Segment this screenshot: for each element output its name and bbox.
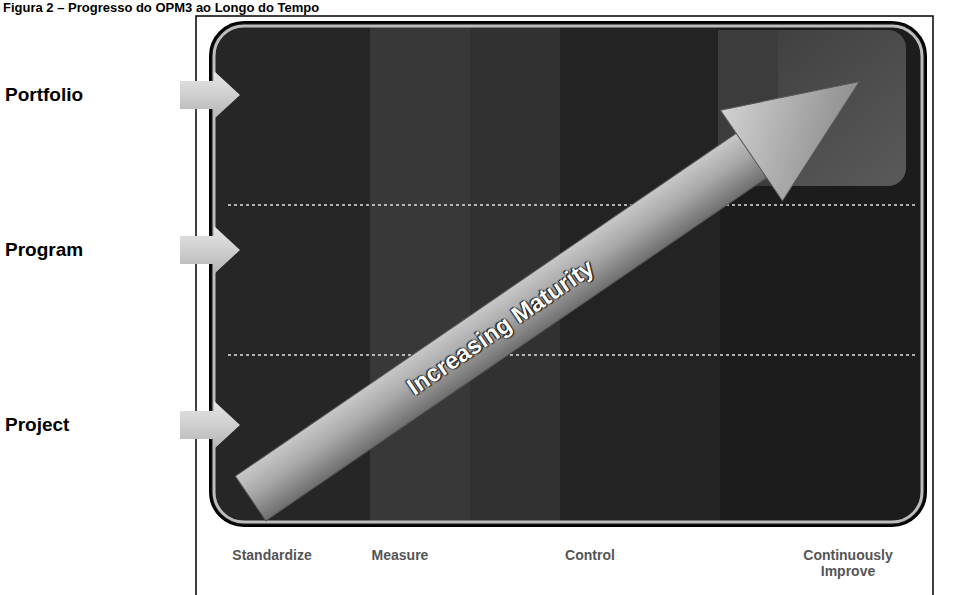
level-label: Portfolio [5,84,83,106]
stage-label: Control [530,547,650,563]
level-label: Program [5,239,83,261]
figure-title: Figura 2 – Progresso do OPM3 ao Longo do… [3,0,319,15]
stage-label: Standardize [207,547,337,563]
maturity-bands [214,26,922,522]
stage-label: Measure [340,547,460,563]
box-outline [210,22,926,526]
level-arrow [180,226,240,274]
level-arrow [180,401,240,449]
level-label: Project [5,414,69,436]
row-divider [228,204,918,206]
figure-frame [196,16,933,595]
box-border [214,26,922,522]
row-divider [228,354,918,356]
stage-label: Continuously Improve [792,547,904,579]
level-arrow [180,71,240,119]
